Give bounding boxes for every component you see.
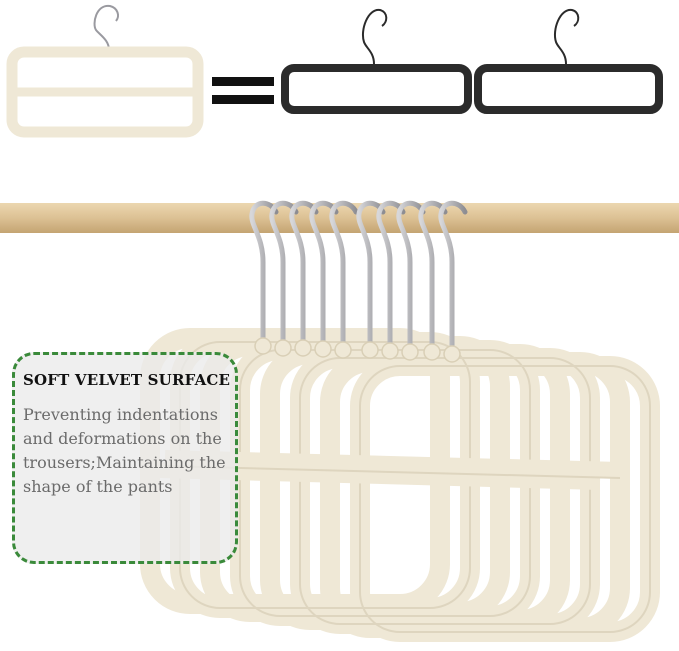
- comparison-black-hanger-2: [474, 8, 663, 114]
- equals-sign: [212, 77, 274, 104]
- feature-callout: SOFT VELVET SURFACE Preventing indentati…: [12, 352, 238, 564]
- comparison-black-hanger-1: [281, 8, 472, 114]
- wooden-rod: [0, 203, 679, 233]
- hook-collars: [254, 337, 461, 363]
- comparison-cream-hanger: [6, 4, 204, 138]
- callout-title: SOFT VELVET SURFACE: [23, 371, 231, 389]
- metal-hooks: [249, 200, 468, 348]
- callout-body: Preventing indentations and deformations…: [23, 405, 226, 496]
